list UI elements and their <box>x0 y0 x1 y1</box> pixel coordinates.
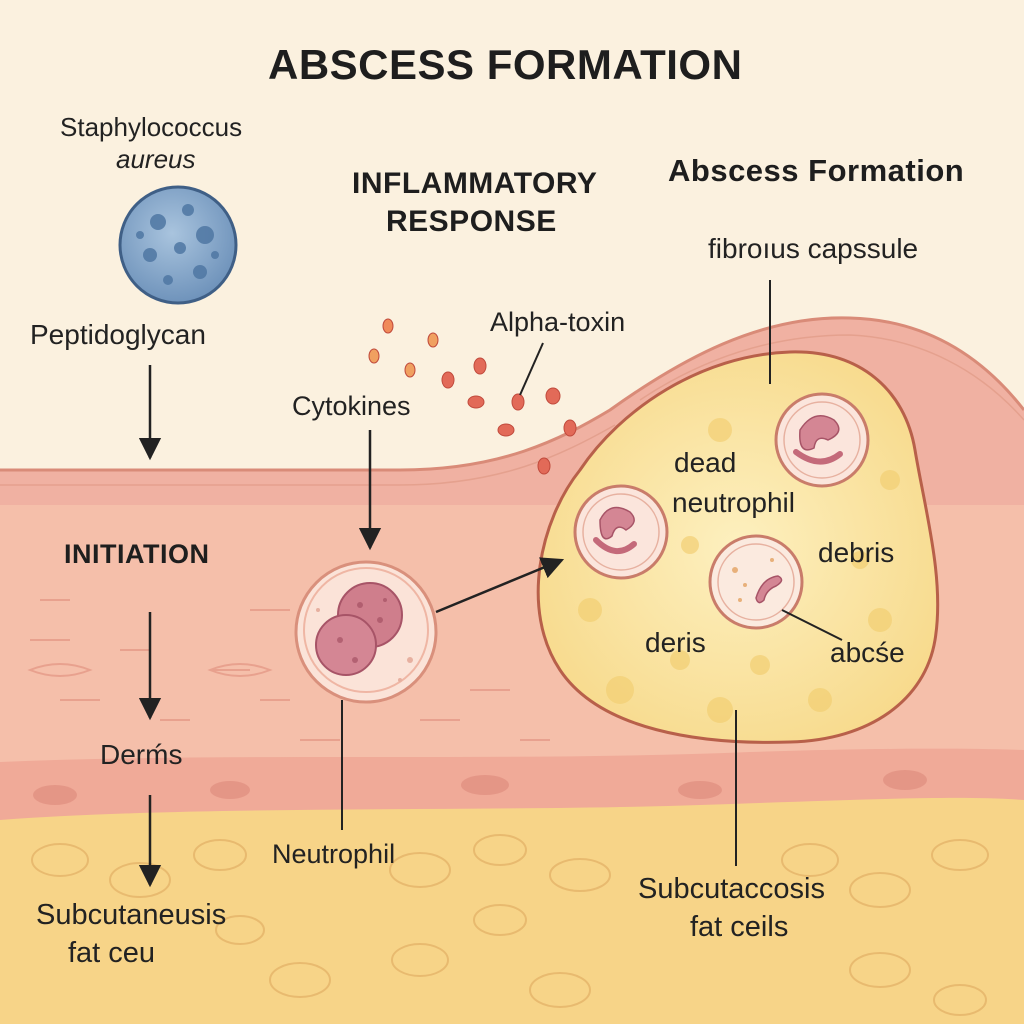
neutrophil-label: Neutrophil <box>272 839 396 869</box>
peptidoglycan-label: Peptidoglycan <box>30 319 206 350</box>
dermis-cells <box>33 770 927 805</box>
bacterium-name-line1: Staphylococcus <box>60 112 243 142</box>
lower-dermis-band <box>0 745 1024 820</box>
subcutaneous-right-label-line1: Subcutaccosis <box>638 873 825 905</box>
toxin-particles <box>368 318 577 475</box>
abscess-granules <box>578 418 900 723</box>
stage-inflammatory-label-line1: INFLAMMATORY <box>352 167 598 200</box>
subcutaneous-right-label-line2: fat ceils <box>690 911 789 943</box>
stage-inflammatory-label-line2: RESPONSE <box>386 205 557 238</box>
dead-neutrophil-cell-2 <box>774 392 870 488</box>
dead-neutrophil-label-line1: dead <box>674 447 737 478</box>
debris-label-2: deris <box>645 627 706 658</box>
subcutaneous-left-label-line1: Subcutaneusis <box>36 899 227 931</box>
page-title: ABSCESS FORMATION <box>268 41 743 88</box>
cytokines-label: Cytokines <box>292 391 411 421</box>
flow-arrows <box>138 365 565 888</box>
epidermis-lines <box>0 334 1024 486</box>
stage-initiation-label: INITIATION <box>64 539 210 569</box>
staphylococcus-cell <box>118 185 238 305</box>
neutrophil-cell <box>294 560 438 704</box>
fibrous-capsule-label: fibroıus capssule <box>708 233 919 264</box>
dead-neutrophil-cell-3 <box>708 534 804 630</box>
subcutaneous-left-label-line2: fat ceu <box>68 937 156 969</box>
epidermis-surface <box>0 316 1024 472</box>
subcutaneous-fat-layer <box>0 792 1024 1024</box>
fat-cells <box>31 834 989 1016</box>
dermis-fibers <box>27 599 550 741</box>
bacterium-name-line2: aureus <box>116 144 196 174</box>
dermis-label: Derḿs <box>100 739 183 770</box>
leader-lines <box>341 280 843 866</box>
debris-label-1: debris <box>818 537 895 568</box>
abscess-small-label: abcśe <box>830 637 905 668</box>
stage-abscess-label: Abscess Formation <box>668 153 965 188</box>
dead-neutrophil-label-line2: neutrophil <box>672 487 795 518</box>
alpha-toxin-label: Alpha-toxin <box>490 307 626 337</box>
dead-neutrophil-cell-1 <box>573 484 669 580</box>
